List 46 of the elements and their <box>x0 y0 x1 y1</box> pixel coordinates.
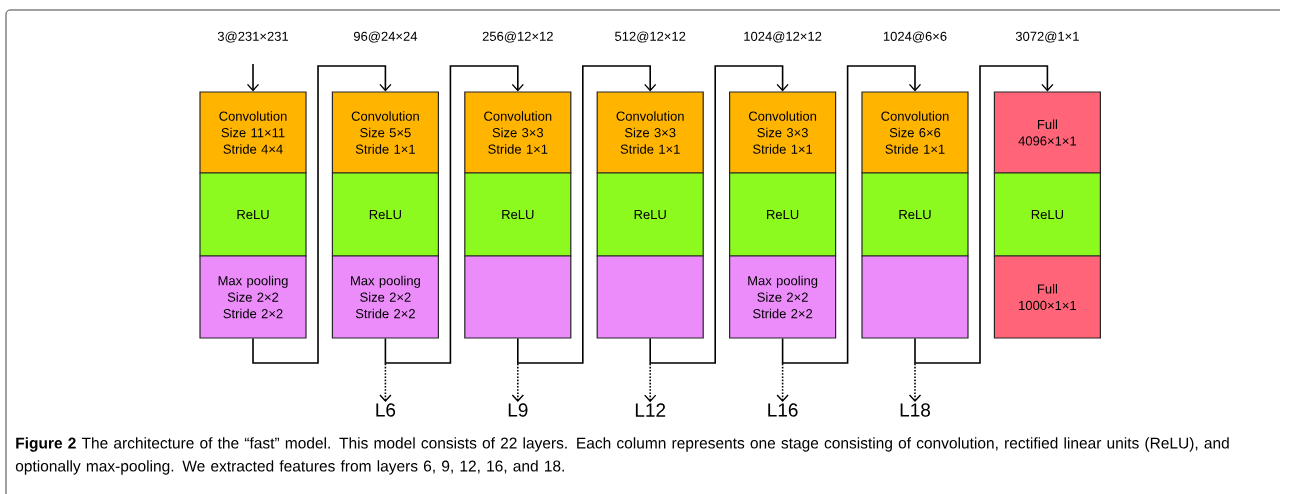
dimension-label: 256@12×12 <box>482 31 553 43</box>
dimension-label: 1024@12×12 <box>744 31 822 43</box>
dimension-label: 96@24×24 <box>353 31 418 43</box>
arrow <box>384 65 524 364</box>
layer-box: Convolution Size 3×3 Stride 1×1 <box>464 91 572 174</box>
arrow <box>246 63 260 92</box>
dimension-label: 512@12×12 <box>615 31 686 43</box>
layer-label: L9 <box>508 403 528 417</box>
layer-box: Convolution Size 3×3 Stride 1×1 <box>596 91 704 174</box>
layer-box <box>861 255 969 339</box>
arrow <box>776 362 789 403</box>
layer-box: Max pooling Size 2×2 Stride 2×2 <box>199 255 307 339</box>
layer-box: Max pooling Size 2×2 Stride 2×2 <box>729 255 837 339</box>
arrow <box>379 362 392 403</box>
layer-box: ReLU <box>993 172 1101 257</box>
arrow <box>517 65 657 364</box>
layer-box <box>596 255 704 339</box>
arrow <box>511 362 524 403</box>
layer-box: ReLU <box>464 172 572 257</box>
layer-box: Full 4096×1×1 <box>993 91 1101 174</box>
layer-box: Convolution Size 5×5 Stride 1×1 <box>331 91 439 174</box>
arrow <box>644 362 657 403</box>
layer-label: L16 <box>768 403 798 417</box>
dimension-label: 1024@6×6 <box>883 31 947 43</box>
dimension-label: 3072@1×1 <box>1015 31 1079 43</box>
layer-box: ReLU <box>729 172 837 257</box>
layer-box: ReLU <box>861 172 969 257</box>
dimension-label: 3@231×231 <box>217 31 289 43</box>
layer-label: L12 <box>635 403 666 417</box>
arrow <box>781 65 922 364</box>
layer-label: L18 <box>900 403 930 417</box>
layer-box: Full 1000×1×1 <box>993 255 1101 339</box>
arrow <box>908 362 922 403</box>
figure-caption: Figure 2 The architecture of the “fast” model. This model consists of 22 layers. Each column represents one stage consisting of convolution, rectified linear units (ReLU), and optionally max-pooling. We extracted features from layers 6, 9, 12, 16, and 18. <box>15 437 1229 475</box>
arrow <box>649 65 789 364</box>
layer-box: Convolution Size 11×11 Stride 4×4 <box>199 91 307 174</box>
layer-box: ReLU <box>331 172 439 257</box>
layer-box: ReLU <box>596 172 704 257</box>
layer-label: L6 <box>376 403 396 417</box>
layer-box: Convolution Size 6×6 Stride 1×1 <box>861 91 969 174</box>
layer-box <box>464 255 572 339</box>
arrow <box>914 65 1054 364</box>
layer-box: Max pooling Size 2×2 Stride 2×2 <box>331 255 439 339</box>
arrow <box>252 65 392 364</box>
layer-box: ReLU <box>199 172 307 257</box>
layer-box: Convolution Size 3×3 Stride 1×1 <box>729 91 837 174</box>
